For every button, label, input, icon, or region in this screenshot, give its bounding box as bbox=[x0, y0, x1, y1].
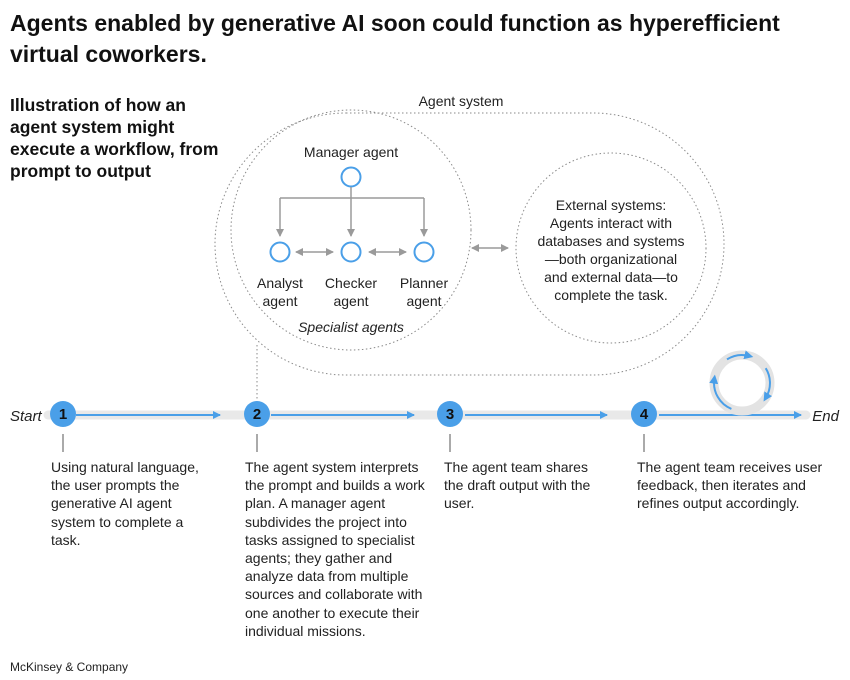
step-2-description: The agent system interprets the prompt a… bbox=[245, 459, 425, 639]
analyst-agent-label: Analyst agent bbox=[257, 275, 303, 309]
step-4-number: 4 bbox=[640, 406, 649, 423]
manager-agent-node bbox=[340, 166, 362, 188]
planner-agent-node bbox=[413, 241, 435, 263]
step-2-number: 2 bbox=[253, 406, 261, 423]
step-4-marker bbox=[631, 401, 657, 427]
start-label: Start bbox=[10, 408, 43, 425]
step-3-description: The agent team shares the draft output w… bbox=[444, 459, 591, 512]
specialist-agents-boundary bbox=[230, 109, 472, 351]
footer-brand: McKinsey & Company bbox=[10, 660, 129, 674]
step-1-marker bbox=[50, 401, 76, 427]
external-systems-boundary bbox=[515, 152, 707, 344]
step-2-marker bbox=[244, 401, 270, 427]
agent-system-boundary bbox=[214, 112, 725, 376]
step-3-number: 3 bbox=[446, 406, 454, 423]
checker-agent-label: Checker agent bbox=[324, 275, 378, 309]
planner-agent-label: Planner agent bbox=[399, 275, 449, 309]
step-4-description: The agent team receives user feedback, t… bbox=[637, 459, 823, 512]
step-1-description: Using natural language, the user prompts… bbox=[51, 459, 199, 548]
specialist-links bbox=[295, 244, 509, 256]
step-3-marker bbox=[437, 401, 463, 427]
step-1-number: 1 bbox=[59, 406, 67, 423]
end-label: End bbox=[812, 408, 839, 425]
iteration-cycle-icon bbox=[709, 350, 775, 416]
manager-connectors bbox=[276, 187, 428, 237]
page-subtitle: Illustration of how an agent system migh… bbox=[10, 95, 219, 181]
checker-agent-node bbox=[340, 241, 362, 263]
analyst-agent-node bbox=[269, 241, 291, 263]
external-systems-text: External systems: Agents interact with d… bbox=[537, 197, 685, 303]
page-title: Agents enabled by generative AI soon cou… bbox=[10, 10, 780, 67]
step-ticks bbox=[62, 434, 645, 452]
manager-agent-label: Manager agent bbox=[303, 144, 399, 160]
specialist-agents-caption: Specialist agents bbox=[298, 319, 404, 335]
agent-system-label: Agent system bbox=[419, 93, 504, 109]
